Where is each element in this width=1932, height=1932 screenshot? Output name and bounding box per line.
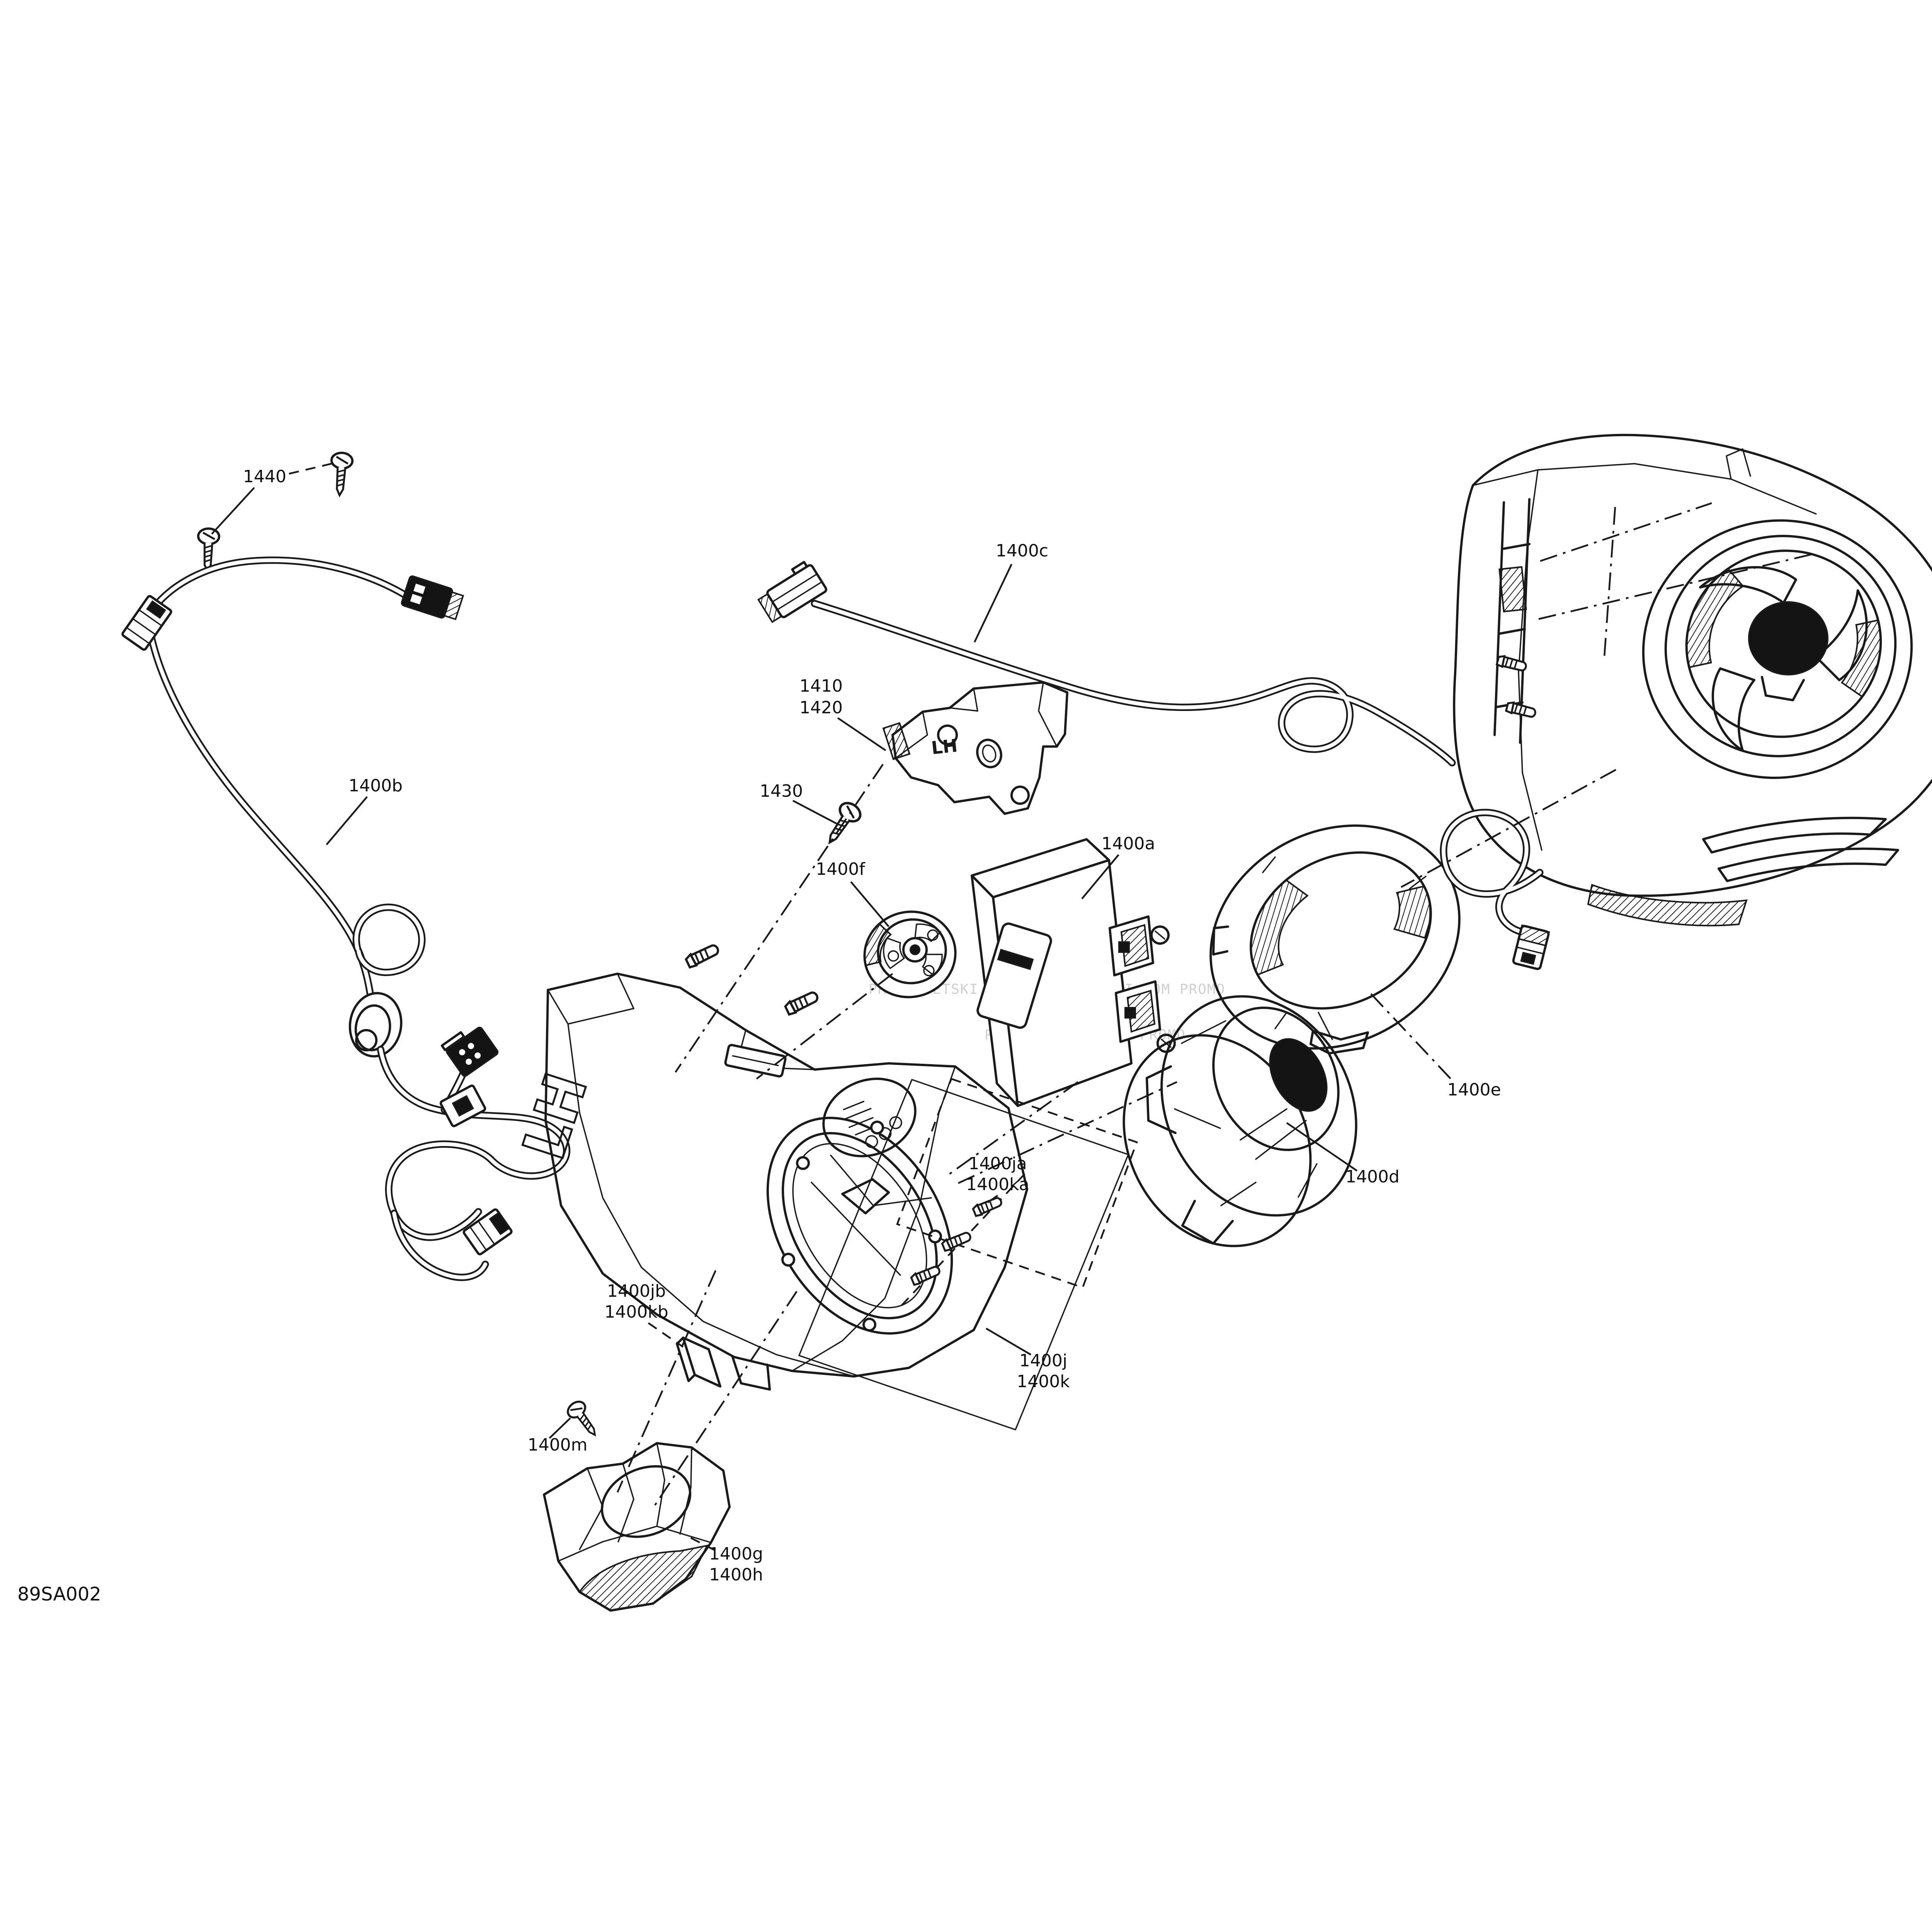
connector-1400b-left: [121, 595, 172, 651]
label-1400b: 1400b: [349, 776, 403, 796]
label-1400m: 1400m: [528, 1435, 588, 1455]
label-1400h: 1400h: [709, 1565, 763, 1585]
connector-1400b-right: [401, 575, 464, 621]
amp-label-patch: [976, 922, 1052, 1029]
label-1400kb: 1400kb: [604, 1302, 668, 1322]
projection-lines: [675, 764, 1617, 1184]
label-1400k: 1400k: [1017, 1372, 1070, 1391]
trim-ring-1400e: [1209, 824, 1461, 1054]
bracket-grille-hatch: [578, 1544, 709, 1612]
speaker-housing-lh: LH: [509, 942, 1028, 1391]
part-labels: 1440 1400c 1410 1420 1430 1400f 1400a 14…: [243, 467, 1501, 1585]
connector-1400b-mid-2: [439, 1084, 486, 1128]
label-1400jb: 1400jb: [607, 1281, 666, 1301]
housing-speaker-opening: [766, 1117, 953, 1335]
pod-pigtail-connector: [1512, 924, 1550, 970]
label-1400a: 1400a: [1102, 834, 1155, 854]
pin-1400ja-2: [941, 1230, 972, 1252]
label-1400e: 1400e: [1447, 1080, 1501, 1100]
amp-connector-lower: [1115, 980, 1176, 1053]
label-1420: 1420: [799, 698, 843, 718]
label-1410: 1410: [799, 676, 843, 696]
amp-connector-upper: [1109, 915, 1170, 976]
panel-1400jk: [798, 1078, 1138, 1430]
diagram-code: 89SA002: [17, 1583, 101, 1605]
label-1400j: 1400j: [1019, 1351, 1067, 1371]
pad-1400jbkb: [676, 1337, 721, 1388]
connector-1400b-lower: [463, 1208, 513, 1255]
label-1400f: 1400f: [816, 859, 866, 879]
label-1400c: 1400c: [996, 541, 1048, 561]
connector-1400c: [757, 561, 827, 623]
pin-housing-b: [784, 989, 819, 1016]
label-1400ja: 1400ja: [968, 1154, 1027, 1173]
housing-vent-pad: [822, 1077, 917, 1158]
cable-1400c: [757, 561, 1456, 767]
screw-1440-a: [329, 452, 353, 496]
connector-1400b-mid-1: [440, 1027, 499, 1077]
bracket-1410-1420: LH: [882, 681, 1068, 815]
pod-bracket: [1493, 498, 1536, 744]
leader-lines: [211, 463, 1358, 1551]
amplifier-1400a: [971, 838, 1176, 1107]
label-1400g: 1400g: [709, 1544, 763, 1564]
pod-speaker: [1642, 519, 1913, 779]
label-1430: 1430: [760, 781, 803, 801]
speaker-1400d: [1122, 995, 1357, 1247]
bracket-lh-marking: LH: [930, 735, 959, 759]
knob-1400f: [863, 910, 957, 998]
screw-1400m: [565, 1398, 603, 1440]
label-1440: 1440: [243, 467, 286, 486]
label-1400d: 1400d: [1345, 1167, 1400, 1187]
harness-1400b: [121, 556, 570, 1281]
grommet-1400b: [349, 992, 403, 1058]
bracket-1400gh: [543, 1270, 798, 1612]
speaker-pod-assembly: [1440, 434, 1932, 970]
pin-1400ja-3: [910, 1264, 941, 1286]
pod-grille-hatch: [1587, 884, 1748, 927]
housing-lh-marking: LH: [510, 1065, 601, 1167]
pin-housing-a: [685, 942, 720, 969]
label-1400ka: 1400ka: [966, 1175, 1029, 1194]
